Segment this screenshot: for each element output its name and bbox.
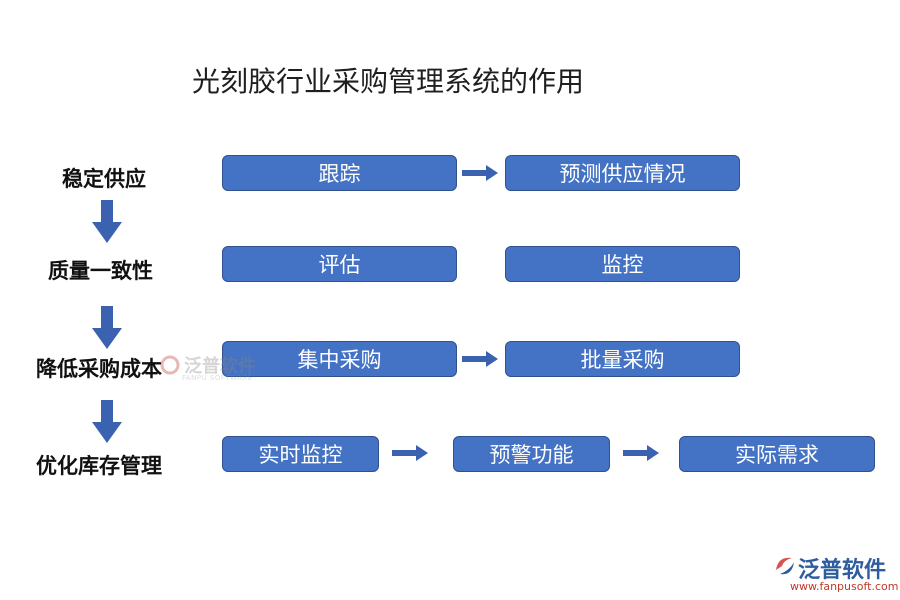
box-realtime-monitoring: 实时监控 [222, 436, 379, 472]
box-evaluation: 评估 [222, 246, 457, 282]
right-arrow-row4-b [623, 445, 659, 461]
logo-url: www.fanpusoft.com [790, 580, 899, 593]
watermark-logo-icon [160, 355, 180, 375]
box-monitoring: 监控 [505, 246, 740, 282]
watermark-text: 泛普软件 [184, 356, 256, 377]
right-arrow-row3 [462, 351, 498, 367]
box-alert-function: 预警功能 [453, 436, 610, 472]
down-arrow-3 [92, 400, 122, 443]
row-label-stable-supply: 稳定供应 [62, 166, 146, 191]
down-arrow-2 [92, 306, 122, 349]
right-arrow-row4-a [392, 445, 428, 461]
box-actual-demand: 实际需求 [679, 436, 875, 472]
watermark-subtext: FANPU SOFTWARE [182, 374, 253, 382]
fanpu-logo-icon [776, 557, 794, 575]
logo-name: 泛普软件 [798, 558, 887, 583]
diagram-title: 光刻胶行业采购管理系统的作用 [192, 65, 585, 98]
down-arrow-1 [92, 200, 122, 243]
box-forecast-supply: 预测供应情况 [505, 155, 740, 191]
watermark: 泛普软件 FANPU SOFTWARE [160, 352, 256, 382]
box-centralized-purchasing: 集中采购 [222, 341, 457, 377]
row-label-quality-consistency: 质量一致性 [48, 258, 153, 283]
right-arrow-row1 [462, 165, 498, 181]
box-tracking: 跟踪 [222, 155, 457, 191]
row-label-reduce-cost: 降低采购成本 [36, 356, 162, 381]
row-label-inventory-management: 优化库存管理 [36, 453, 162, 478]
box-bulk-purchasing: 批量采购 [505, 341, 740, 377]
